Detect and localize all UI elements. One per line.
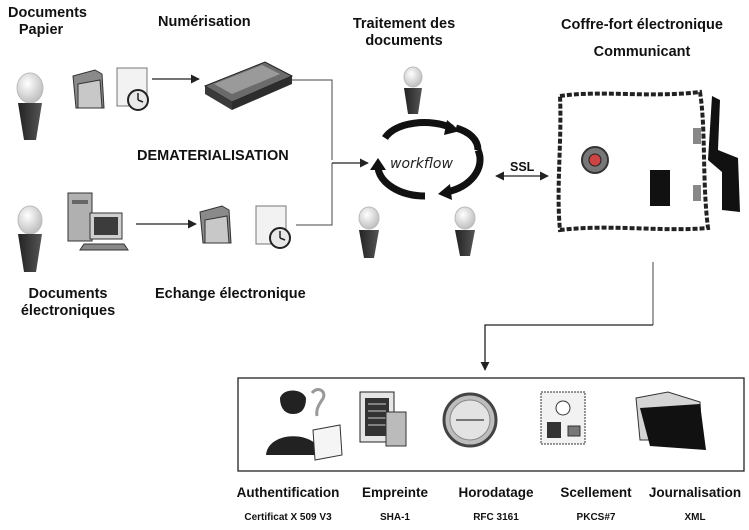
person-icon	[454, 206, 476, 256]
service-standard: RFC 3161	[473, 512, 519, 523]
folder-document-icon	[199, 205, 291, 249]
documents-electroniques-label: Documents électroniques	[20, 286, 116, 319]
coffre-fort-label: Coffre-fort électronique Communicant	[561, 17, 723, 60]
clock-icon	[442, 392, 498, 448]
computer-icon	[67, 192, 129, 251]
scanner-icon	[203, 61, 294, 110]
service-name: Scellement	[560, 485, 632, 500]
service-standard: PKCS#7	[576, 512, 616, 523]
service-standard: Certificat X 509 V3	[244, 512, 332, 523]
folder-document-icon	[72, 67, 149, 111]
person-certificate-icon	[266, 388, 343, 461]
workflow-cycle-icon	[370, 119, 484, 200]
connector-bottom	[296, 163, 333, 226]
seal-document-icon	[540, 391, 586, 445]
dematerialisation-label: DEMATERIALISATION	[137, 148, 289, 164]
workflow-label: workflow	[390, 156, 453, 172]
service-name: Empreinte	[361, 485, 429, 500]
person-icon	[358, 206, 380, 258]
fingerprint-document-icon	[359, 391, 407, 447]
person-icon	[403, 66, 423, 114]
service-standard: XML	[684, 512, 706, 523]
arrow-to-services	[480, 324, 653, 371]
person-icon	[16, 72, 44, 140]
safe-icon	[556, 89, 740, 233]
echange-label: Echange électronique	[155, 286, 306, 302]
numerisation-label: Numérisation	[158, 14, 251, 30]
service-name: Horodatage	[458, 485, 534, 500]
traitement-label: Traitement des documents	[352, 16, 456, 49]
ssl-label: SSL	[510, 160, 535, 174]
service-standard: SHA-1	[379, 512, 410, 523]
documents-papier-label: Documents Papier	[8, 5, 87, 38]
connector-top	[292, 79, 333, 160]
person-icon	[17, 205, 43, 272]
journal-folder-icon	[635, 391, 706, 450]
service-name: Journalisation	[648, 485, 742, 500]
service-name: Authentification	[236, 485, 340, 500]
